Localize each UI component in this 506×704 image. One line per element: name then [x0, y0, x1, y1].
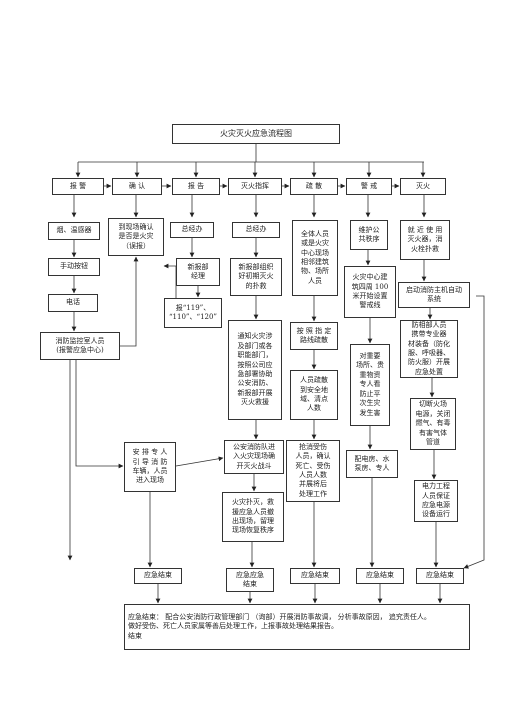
stage-extinguish: 灭火: [400, 178, 446, 195]
guard-items-box: 对重要 场所、贵 重物资 专人看 防止平 次生灾 发生害: [350, 344, 390, 426]
guard-order-box: 维护公 共秩序: [350, 220, 388, 250]
evac-all-box: 全体人员 或是火灾 中心现场 相邻建筑 物、场所 人员: [292, 220, 338, 296]
fire-cutoff-box: 切断火场 电源，关闭 燃气、有毒 有害气体 管道: [410, 398, 456, 450]
command-after-box: 火灾扑灭，救 援应急人员撤 出现场，留理 现场恢复秩序: [222, 492, 284, 542]
news-dept-box: 新报部 经理: [176, 258, 220, 286]
diagram-title: 火灾灭火应急流程图: [172, 124, 340, 144]
end-box-1: 应急结束: [134, 568, 182, 584]
connector-25: [120, 256, 139, 347]
final-summary-box: 应急结束： 配合公安消防行政管理部门 （询部）开展消防事故调， 分析事故原因， …: [124, 604, 470, 650]
stage-command: 灭火指挥: [228, 178, 282, 195]
stage-confirm: 确 认: [112, 178, 162, 195]
stage-evacuate: 疏 散: [290, 178, 338, 195]
command-police-box: 公安消防队进 入火灾现场确 开灭火战斗: [224, 440, 284, 474]
end-box-5: 应急结束: [416, 568, 464, 584]
guard-power-box: 配电房、水 泵房、专人: [346, 450, 398, 478]
end-box-2: 应急应急 结束: [226, 568, 274, 592]
guide-firetruck-box: 安 排 专 人 引 导 消 防 车辆，人员 进入现场: [124, 442, 176, 492]
connector-30: [75, 360, 124, 469]
fire-power-box: 电力工程 人员保证 应急电源 设备运行: [414, 480, 458, 522]
stage-guard: 警 戒: [346, 178, 392, 195]
fire-auto-system-box: 启动消防主机自动 系统: [398, 282, 470, 308]
guard-zone-box: 火灾中心建 筑四周 100 米开始设置 警戒线: [344, 266, 396, 318]
manual-button-box: 手动按钮: [48, 258, 100, 276]
evac-safe-box: 人员疏散 到安全地 域、清点 人数: [290, 370, 338, 420]
stage-alarm: 报 警: [52, 178, 104, 195]
command-gm-box: 总经办: [232, 222, 280, 238]
phone-box: 电话: [48, 294, 98, 312]
command-notify-box: 通知火灾涉 及部门或各 职能部门， 按照公司应 急部署协助 公安消防、 新报部开…: [228, 320, 282, 420]
command-org-box: 新报部组织 好初期灭火 的扑救: [230, 258, 282, 296]
stage-report: 报 告: [172, 178, 220, 195]
onsite-confirm-box: 到现场确认 是否是火灾 （误报）: [108, 218, 164, 256]
fire-control-room-box: 消防监控室人员 (报警应急中心): [40, 332, 120, 360]
smoke-detector-box: 烟、温感器: [48, 222, 100, 240]
evac-rescue-box: 抢消受伤 人员，确认 死亡、受伤 人员人数 并展将后 处理工作: [286, 440, 340, 502]
fire-team-box: 防相部人员 携带专业器 材装备（防化 服、呼吸器、 防火服）开展 应急处置: [400, 320, 458, 378]
connector-28: [163, 263, 177, 298]
report-gm-box: 总经办: [170, 222, 214, 238]
fire-extinguish-box: 就 近 使 用 灭火器，消 火栓扑救: [400, 220, 450, 260]
connector-37: [175, 456, 224, 467]
end-box-4: 应急结束: [356, 568, 404, 584]
call-119-box: 报“119”、 “110”、“120”: [164, 298, 222, 328]
end-box-3: 应急结束: [290, 568, 340, 584]
evac-route-box: 按 照 指 定 路线疏散: [290, 322, 338, 350]
connector-51: [463, 295, 485, 569]
